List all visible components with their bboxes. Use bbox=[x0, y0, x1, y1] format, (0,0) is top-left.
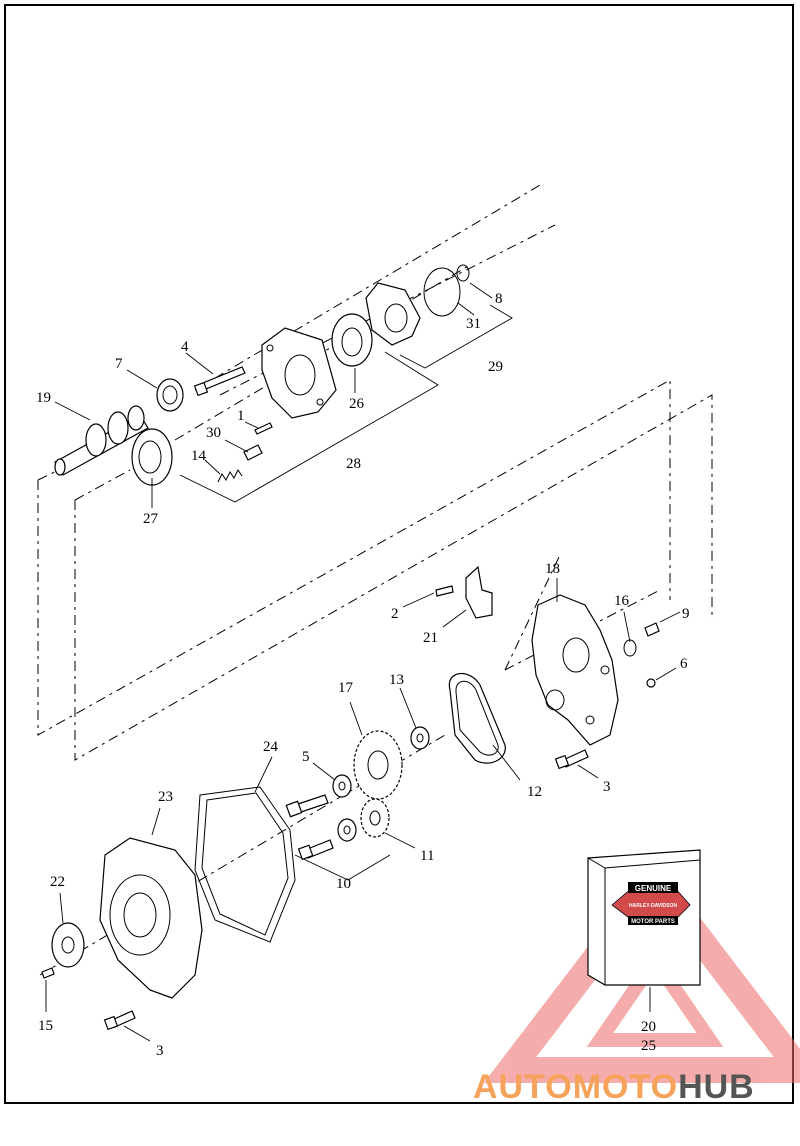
sprocket-17 bbox=[353, 730, 403, 800]
dowel-9 bbox=[644, 622, 660, 637]
watermark-part2: HUB bbox=[678, 1068, 755, 1106]
cam-support-plate-18 bbox=[531, 594, 619, 746]
cam-chain-12 bbox=[448, 672, 506, 764]
callout-31: 31 bbox=[466, 316, 481, 332]
bolt-3-left bbox=[103, 1010, 136, 1031]
spring-14 bbox=[217, 469, 243, 483]
gerotor-27 bbox=[131, 428, 173, 486]
callout-29: 29 bbox=[488, 359, 503, 375]
pin-1 bbox=[254, 422, 273, 435]
washer-10 bbox=[337, 818, 357, 842]
bolt-3-right bbox=[554, 749, 589, 770]
badge-middle: HARLEY-DAVIDSON bbox=[629, 903, 677, 909]
callout-2: 2 bbox=[391, 606, 399, 622]
screw-2 bbox=[435, 585, 454, 597]
genuine-parts-logo bbox=[611, 882, 691, 925]
callout-9: 9 bbox=[682, 606, 690, 622]
callout-18: 18 bbox=[545, 561, 560, 577]
callout-3-left: 3 bbox=[156, 1043, 164, 1059]
camshaft-19 bbox=[54, 405, 149, 476]
sprocket-11 bbox=[360, 798, 390, 838]
gasket-24 bbox=[194, 786, 296, 943]
callout-23: 23 bbox=[158, 789, 173, 805]
badge-text: GENUINE HARLEY-DAVIDSON MOTOR PARTS bbox=[629, 884, 677, 925]
tensioner-21 bbox=[465, 565, 493, 619]
callout-6: 6 bbox=[680, 656, 688, 672]
pump-cover-29 bbox=[365, 282, 421, 346]
callout-1: 1 bbox=[237, 408, 245, 424]
watermark-part1: AUTOMOTO bbox=[473, 1068, 678, 1106]
leader-lines bbox=[45, 282, 681, 1042]
cam-cover-23 bbox=[99, 837, 203, 999]
callout-labels: 1 2 3 3 4 5 6 7 8 9 10 11 12 13 14 15 16… bbox=[36, 291, 690, 1059]
callout-3-right: 3 bbox=[603, 779, 611, 795]
callout-5: 5 bbox=[302, 749, 310, 765]
callout-27: 27 bbox=[143, 511, 159, 527]
bolt-10 bbox=[297, 839, 334, 861]
callout-22: 22 bbox=[50, 874, 65, 890]
plug-6 bbox=[646, 678, 656, 688]
callout-24: 24 bbox=[263, 739, 279, 755]
disc-22 bbox=[51, 922, 85, 968]
badge-top: GENUINE bbox=[635, 884, 672, 893]
sprocket-bolt bbox=[285, 794, 329, 818]
callout-12: 12 bbox=[527, 784, 542, 800]
callout-4: 4 bbox=[181, 339, 189, 355]
plunger-30 bbox=[243, 444, 263, 461]
callout-15: 15 bbox=[38, 1018, 53, 1034]
callout-13: 13 bbox=[389, 672, 404, 688]
badge-bottom: MOTOR PARTS bbox=[631, 919, 675, 925]
bolt-4 bbox=[193, 366, 246, 397]
callout-17: 17 bbox=[338, 680, 354, 696]
callout-21: 21 bbox=[423, 630, 438, 646]
o-ring-8 bbox=[456, 264, 470, 282]
gerotor-26 bbox=[331, 313, 373, 367]
oil-pump-housing bbox=[261, 327, 337, 419]
watermark-triangle bbox=[483, 858, 800, 1083]
callout-26: 26 bbox=[349, 396, 365, 412]
washer-13 bbox=[410, 726, 430, 750]
callout-11: 11 bbox=[420, 848, 434, 864]
callout-20: 20 bbox=[641, 1019, 656, 1035]
callout-25: 25 bbox=[641, 1038, 656, 1054]
callout-19: 19 bbox=[36, 390, 51, 406]
callout-10: 10 bbox=[336, 876, 351, 892]
callout-7: 7 bbox=[115, 356, 123, 372]
callout-28: 28 bbox=[346, 456, 361, 472]
callout-16: 16 bbox=[614, 593, 630, 609]
callout-14: 14 bbox=[191, 448, 207, 464]
watermark-text: AUTOMOTOHUB bbox=[473, 1068, 755, 1106]
callout-8: 8 bbox=[495, 291, 503, 307]
callout-30: 30 bbox=[206, 425, 221, 441]
screw-15 bbox=[41, 967, 55, 979]
bracket-lines bbox=[179, 304, 513, 881]
bearing-7 bbox=[156, 378, 184, 412]
o-ring-16 bbox=[623, 639, 637, 657]
o-ring-31 bbox=[423, 267, 461, 317]
washer-5 bbox=[332, 774, 352, 798]
